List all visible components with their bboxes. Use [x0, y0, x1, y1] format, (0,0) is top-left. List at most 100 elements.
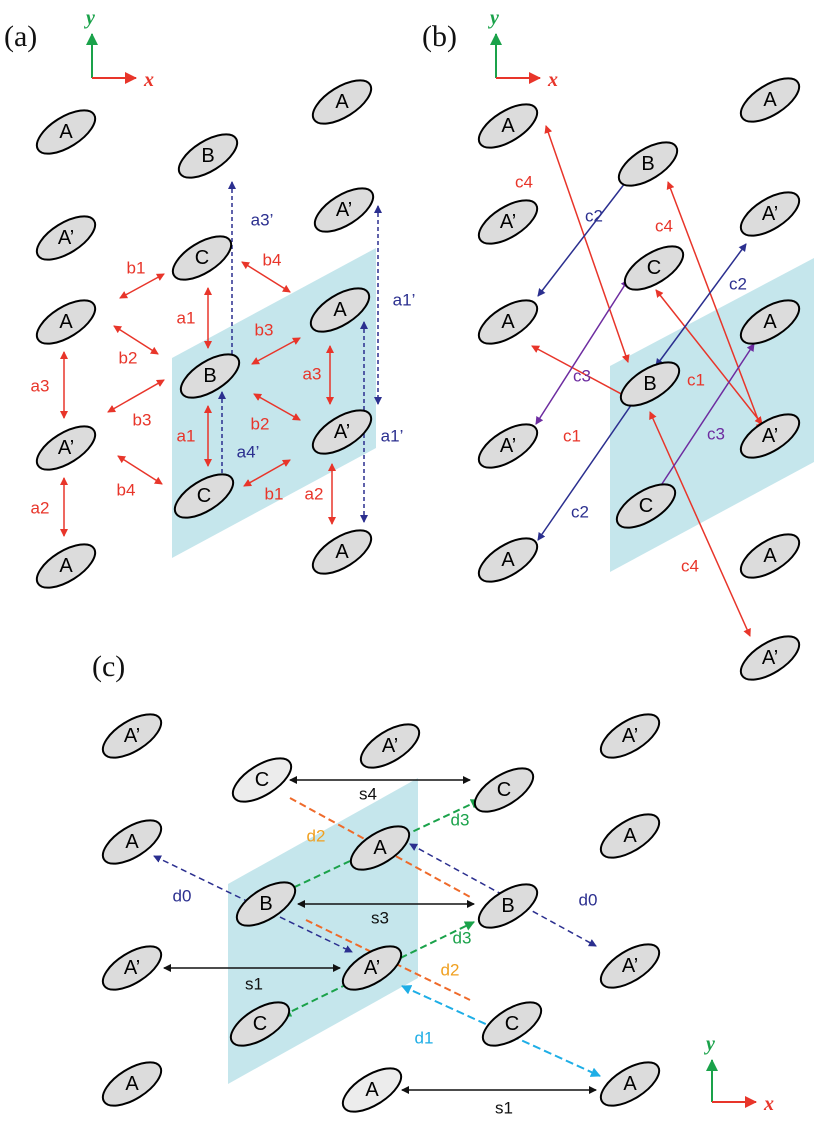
bond-label-d2: d2 [441, 961, 460, 980]
molecule-label: A’ [124, 725, 140, 747]
bond-arrow [117, 455, 163, 485]
bond-label-b1: b1 [265, 485, 284, 504]
axis-x-label: x [763, 1093, 774, 1115]
molecule-a-prime: A’ [101, 945, 163, 991]
molecule-label: C [497, 779, 511, 801]
bond-label-d0: d0 [173, 887, 192, 906]
bond-label-s3: s3 [371, 909, 389, 928]
molecule-a: A [101, 1061, 163, 1107]
bond-arrow [253, 393, 301, 421]
molecule-label: A [59, 121, 73, 143]
axes-a: y x [84, 7, 154, 91]
molecule-a: A [599, 813, 661, 859]
bond-label-d3: d3 [451, 811, 470, 830]
bond-arrow [283, 799, 481, 893]
molecule-a-prime: A’ [313, 187, 375, 233]
molecule-label: A [125, 1073, 139, 1095]
molecule-label: A’ [364, 957, 380, 979]
molecule-label: A [333, 299, 347, 321]
molecule-c: C [173, 473, 235, 519]
axes-b: y x [488, 7, 558, 91]
molecule-a: A [309, 287, 371, 333]
molecule-a-prime: A’ [599, 713, 661, 759]
molecule-c: C [615, 483, 677, 529]
molecule-label: C [255, 769, 269, 791]
molecule-a: A [739, 299, 801, 345]
molecule-label: A’ [382, 735, 398, 757]
bond-arrow [251, 337, 301, 365]
bond-label-a3: a3 [303, 365, 322, 384]
molecule-label: B [501, 895, 514, 917]
molecule-label: A [373, 837, 387, 859]
bond-arrow [544, 125, 630, 363]
molecule-a: A [739, 77, 801, 123]
molecule-a-prime: A’ [35, 425, 97, 471]
bond-label-d0: d0 [579, 891, 598, 910]
molecule-a-prime: A’ [477, 423, 539, 469]
bond-label-a1: a1 [177, 427, 196, 446]
bond-arrow [281, 921, 475, 1017]
molecule-a: A [341, 1067, 403, 1113]
molecule-label: A’ [622, 955, 638, 977]
bond-arrow [535, 279, 629, 425]
molecule-label: A’ [622, 725, 638, 747]
molecule-label: A [335, 91, 349, 113]
molecule-label: A’ [58, 227, 74, 249]
molecule-a: A [311, 529, 373, 575]
bond-label-c1: c1 [687, 371, 705, 390]
molecule-label: A [501, 115, 515, 137]
molecule-b: B [477, 883, 539, 929]
bond-label-a2: a2 [31, 499, 50, 518]
bond-arrow [107, 379, 165, 413]
molecule-b: B [235, 881, 297, 927]
bond-label-c2: c2 [571, 503, 589, 522]
bond-label-c2: c2 [585, 207, 603, 226]
panel-label-c: (c) [92, 650, 125, 683]
bond-label-b2: b2 [251, 415, 270, 434]
molecule-a-prime: A’ [101, 713, 163, 759]
molecule-a: A [101, 819, 163, 865]
bond-label-a1: a1 [177, 309, 196, 328]
axis-y-label: y [488, 7, 499, 29]
molecule-label: A [59, 311, 73, 333]
bond-label-s1: s1 [495, 1099, 513, 1118]
molecule-c: C [623, 245, 685, 291]
bond-label-b4: b4 [117, 481, 136, 500]
molecule-label: A [59, 555, 73, 577]
molecule-a-prime: A’ [311, 409, 373, 455]
bond-arrow [243, 459, 291, 487]
molecule-label: A’ [124, 957, 140, 979]
molecule-b: B [177, 133, 239, 179]
molecule-label: C [195, 247, 209, 269]
molecule-b: B [619, 361, 681, 407]
molecule-label: A’ [58, 437, 74, 459]
molecule-a: A [311, 79, 373, 125]
molecule-label: B [201, 145, 214, 167]
molecule-label: C [505, 1013, 519, 1035]
bond-label-a3-prime: a3’ [251, 211, 274, 230]
molecule-a-prime: A’ [599, 943, 661, 989]
molecule-label: A [335, 541, 349, 563]
molecule-label: A [501, 549, 515, 571]
bond-label-a1-prime: a1’ [393, 291, 416, 310]
molecule-a: A [35, 299, 97, 345]
bond-label-a1-prime: a1’ [381, 427, 404, 446]
molecule-a: A [477, 299, 539, 345]
molecule-c: C [171, 235, 233, 281]
molecule-label: A’ [762, 425, 778, 447]
molecule-label: C [639, 495, 653, 517]
molecule-label: A’ [762, 647, 778, 669]
molecule-a-prime: A’ [35, 215, 97, 261]
bond-arrow [241, 261, 291, 293]
molecule-label: A [365, 1079, 379, 1101]
molecule-label: A’ [500, 211, 516, 233]
bond-label-c3: c3 [573, 367, 591, 386]
bond-label-s4: s4 [359, 785, 377, 804]
molecule-label: A [125, 831, 139, 853]
molecule-a-prime: A’ [739, 413, 801, 459]
axis-x-label: x [143, 69, 154, 91]
molecule-b: B [617, 141, 679, 187]
bond-label-b4: b4 [263, 251, 282, 270]
